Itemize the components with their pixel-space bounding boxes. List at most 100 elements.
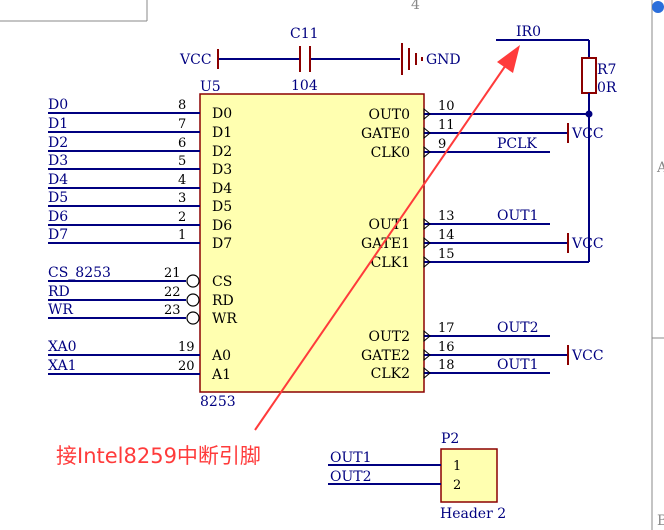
pin-io-arrow-icon — [423, 145, 431, 159]
vcc-label: VCC — [571, 236, 604, 252]
header-p2 — [328, 448, 498, 503]
c11-gnd-label: GND — [426, 52, 461, 68]
right-pin-name: CLK0 — [371, 145, 410, 161]
left-pin-number: 19 — [178, 340, 195, 355]
left-pin-net: D1 — [48, 116, 68, 132]
left-pin-name: RD — [212, 293, 234, 309]
c11-ref: C11 — [290, 26, 319, 42]
left-pin-number: 3 — [178, 191, 186, 206]
edge-letter-a: A — [656, 160, 664, 176]
left-pin-net: D5 — [48, 190, 68, 206]
capacitor-c11 — [217, 43, 423, 75]
left-pin-net: XA1 — [48, 358, 77, 374]
annotation-arrow — [254, 45, 520, 431]
left-pin-name: CS — [212, 274, 232, 290]
left-pin-name: D0 — [212, 106, 232, 122]
pin-io-arrow-icon — [423, 366, 431, 380]
header-part: Header 2 — [440, 506, 506, 522]
left-pin-name: A0 — [211, 348, 231, 364]
right-pin-number: 14 — [438, 228, 455, 243]
left-pin-name: D2 — [212, 144, 232, 160]
cs-bubble-icon — [186, 293, 200, 307]
right-pin-net: OUT1 — [497, 208, 539, 224]
pin-io-arrow-icon — [423, 126, 431, 140]
left-pin-net: D2 — [48, 135, 68, 151]
left-pin-number: 4 — [178, 173, 186, 188]
pin-io-arrow-icon — [423, 348, 431, 362]
pin-io-arrow-icon — [423, 236, 431, 250]
r7-ref: R7 — [597, 62, 616, 78]
left-pin-name: D4 — [212, 181, 232, 197]
left-pin-number: 20 — [178, 359, 195, 374]
vcc-label: VCC — [571, 348, 604, 364]
left-pin-net: WR — [48, 302, 73, 318]
right-pin-name: CLK1 — [371, 255, 410, 271]
pin-io-arrow-icon — [423, 107, 431, 121]
left-pin-net: D6 — [48, 209, 68, 225]
left-pin-number: 2 — [178, 210, 186, 225]
right-pin-name: GATE2 — [361, 348, 410, 364]
left-pin-name: D5 — [212, 199, 232, 215]
right-pin-number: 11 — [438, 118, 455, 133]
left-pin-number: 7 — [178, 117, 186, 132]
pin-io-arrow-icon — [423, 217, 431, 231]
left-pin-number: 21 — [164, 266, 181, 281]
right-pin-name: GATE1 — [361, 236, 410, 252]
right-pin-net: PCLK — [497, 136, 537, 152]
c11-value: 104 — [291, 78, 318, 94]
cs-bubble-icon — [186, 274, 200, 288]
left-pin-number: 23 — [164, 303, 181, 318]
left-pin-name: D3 — [212, 162, 232, 178]
right-pin-number: 16 — [438, 340, 455, 355]
header-pin-2: 2 — [453, 478, 461, 493]
resistor-r7 — [440, 39, 597, 263]
pin-io-arrow-icon — [423, 255, 431, 269]
vcc-label: VCC — [571, 126, 604, 142]
zone-number: 4 — [411, 0, 420, 13]
left-pin-net: D3 — [48, 153, 68, 169]
annotation-text: 接Intel8259中断引脚 — [56, 444, 261, 468]
left-pin-net: D7 — [48, 227, 68, 243]
right-pin-number: 9 — [438, 137, 446, 152]
left-pin-number: 5 — [178, 154, 186, 169]
left-pin-net: D4 — [48, 172, 68, 188]
left-pin-net: RD — [48, 284, 70, 300]
right-pin-net: OUT1 — [497, 357, 539, 373]
header-pin-1: 1 — [453, 459, 461, 474]
right-pin-number: 15 — [438, 247, 455, 262]
left-pin-name: D6 — [212, 218, 232, 234]
c11-vcc-label: VCC — [179, 52, 212, 68]
right-pin-number: 17 — [438, 321, 455, 336]
right-pin-name: CLK2 — [371, 366, 410, 382]
header-net-out2: OUT2 — [330, 469, 372, 485]
chip-part: 8253 — [200, 394, 236, 410]
right-pin-name: OUT1 — [368, 217, 410, 233]
info-badge-icon — [652, 1, 664, 13]
left-pin-net: XA0 — [48, 339, 77, 355]
left-pin-number: 6 — [178, 136, 186, 151]
r7-value: 0R — [597, 80, 617, 96]
right-pin-name: GATE0 — [361, 126, 410, 142]
left-pin-number: 1 — [178, 228, 186, 243]
right-pin-number: 18 — [438, 358, 455, 373]
header-net-out1: OUT1 — [330, 450, 372, 466]
header-ref: P2 — [441, 431, 459, 447]
chip-8253-body — [199, 93, 425, 393]
right-pin-number: 13 — [438, 209, 455, 224]
edge-letter-b: B — [657, 513, 664, 529]
right-pin-name: OUT0 — [368, 107, 410, 123]
ir0-net-label: IR0 — [516, 24, 541, 40]
right-pin-net: OUT2 — [497, 320, 539, 336]
left-pin-name: D1 — [212, 125, 232, 141]
pin-io-arrow-icon — [423, 329, 431, 343]
left-pin-name: A1 — [211, 367, 231, 383]
left-pin-number: 22 — [164, 285, 181, 300]
right-pin-name: OUT2 — [368, 329, 410, 345]
left-pin-name: WR — [212, 311, 237, 327]
left-pin-name: D7 — [212, 236, 232, 252]
right-pin-number: 10 — [438, 99, 455, 114]
